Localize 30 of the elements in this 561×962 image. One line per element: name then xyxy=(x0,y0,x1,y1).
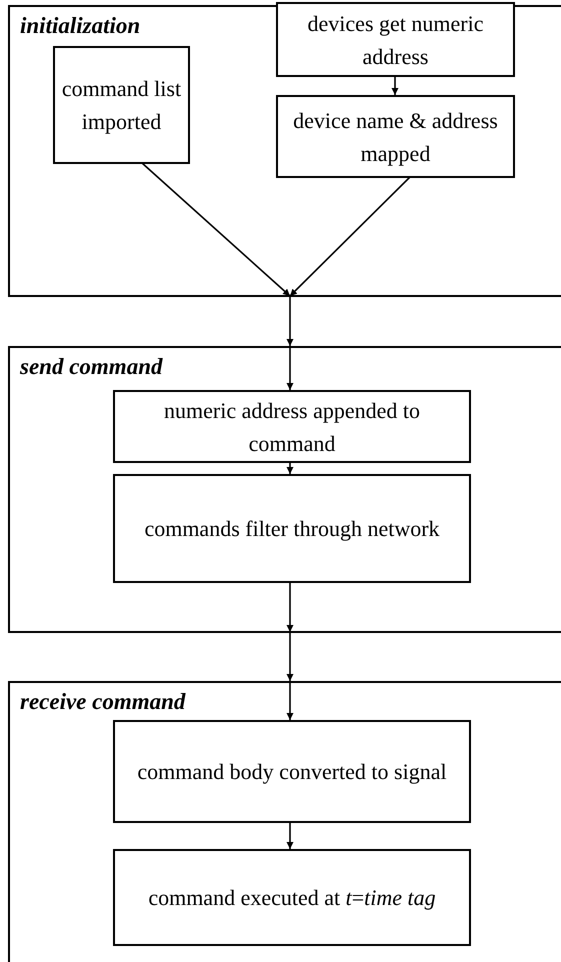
process-box xyxy=(113,390,471,463)
arrow xyxy=(141,162,291,297)
arrow xyxy=(286,346,294,390)
arrow xyxy=(286,632,294,681)
panel-heading: receive command xyxy=(20,689,186,715)
group-panel xyxy=(8,681,561,962)
arrow xyxy=(286,822,294,849)
process-box xyxy=(113,849,471,946)
step-text: command executed at t=time tag xyxy=(148,884,436,912)
process-box xyxy=(113,474,471,583)
panel-heading: send command xyxy=(20,354,162,380)
process-box xyxy=(276,95,515,178)
group-panel xyxy=(8,346,561,633)
process-box xyxy=(53,46,190,164)
arrow xyxy=(286,296,294,346)
step-text: device name & address mapped xyxy=(292,106,499,168)
step-text: numeric address appended to command xyxy=(163,396,421,458)
arrow xyxy=(286,582,294,632)
step-text: devices get numeric address xyxy=(306,10,484,70)
arrow xyxy=(286,462,294,474)
step-text: command list imported xyxy=(61,75,182,136)
step-text: commands filter through network xyxy=(144,515,440,543)
step-text: command body converted to signal xyxy=(137,758,447,786)
arrow xyxy=(289,176,411,297)
arrow xyxy=(286,681,294,720)
group-panel xyxy=(8,5,561,297)
process-box xyxy=(113,720,471,823)
process-box xyxy=(276,2,515,77)
arrow xyxy=(392,76,398,95)
panel-heading: initialization xyxy=(20,13,140,39)
